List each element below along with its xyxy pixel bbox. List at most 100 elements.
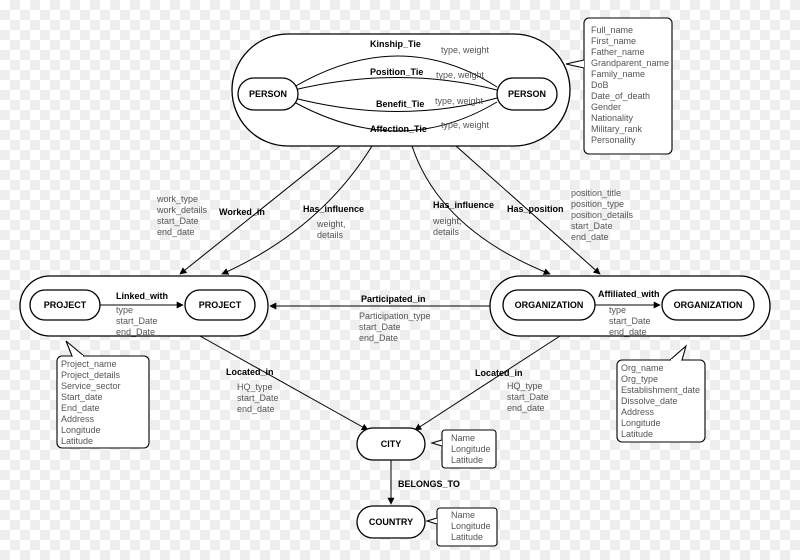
benefit-tie-attrs: type, weight xyxy=(435,96,484,106)
project-attributes-box xyxy=(56,355,150,449)
attr-latitude: Latitude xyxy=(61,436,93,446)
org-attributes-pointer xyxy=(669,344,688,361)
located-in-project-attr-1: start_Date xyxy=(237,393,279,403)
affection-tie-label: Affection_Tie xyxy=(370,124,427,134)
affiliated-with-label: Affiliated_with xyxy=(598,289,660,299)
country-attr-latitude: Latitude xyxy=(451,532,483,542)
linked-with-attr-2: end_Date xyxy=(116,327,155,337)
org-node-left-label: ORGANIZATION xyxy=(515,300,584,310)
org-node-right xyxy=(661,289,755,321)
attr-org-latitude: Latitude xyxy=(621,429,653,439)
has-influence-org-label: Has_influence xyxy=(433,200,494,210)
worked-in-attr-3: end_date xyxy=(157,227,195,237)
attr-first-name: First_name xyxy=(591,36,636,46)
has-influence-org-edge xyxy=(411,145,551,275)
has-position-attr-3: start_Date xyxy=(571,221,613,231)
position-tie-attrs: type, weight xyxy=(436,70,485,80)
attr-father-name: Father_name xyxy=(591,47,645,57)
has-influence-project-attr-1: details xyxy=(317,230,344,240)
worked-in-edge xyxy=(179,145,341,275)
org-attributes-list: Org_name Org_type Establishment_date Dis… xyxy=(621,363,700,439)
attr-date-of-death: Date_of_death xyxy=(591,91,650,101)
project-attributes-list: Project_name Project_details Service_sec… xyxy=(61,359,121,446)
worked-in-attr-2: start_Date xyxy=(157,216,199,226)
attr-org-type: Org_type xyxy=(621,374,658,384)
city-attr-latitude: Latitude xyxy=(451,455,483,465)
person-attributes-list: Full_name First_name Father_name Grandpa… xyxy=(591,25,669,145)
country-attributes-pointer xyxy=(425,517,438,525)
linked-with-attr-0: type xyxy=(116,305,133,315)
affection-tie-line xyxy=(293,101,498,132)
attr-end-date: End_date xyxy=(61,403,100,413)
located-in-project-attr-0: HQ_type xyxy=(237,382,273,392)
project-node-right-label: PROJECT xyxy=(199,300,242,310)
attr-longitude: Longitude xyxy=(61,425,101,435)
worked-in-attr-1: work_details xyxy=(156,205,208,215)
located-in-org-edge xyxy=(414,335,561,431)
city-attributes-box xyxy=(441,429,497,469)
has-influence-project-edge xyxy=(221,145,373,275)
attr-service-sector: Service_sector xyxy=(61,381,121,391)
located-in-project-label: Located_in xyxy=(226,367,274,377)
attr-org-longitude: Longitude xyxy=(621,418,661,428)
person-node-left-label: PERSON xyxy=(249,89,287,99)
has-position-attr-0: position_title xyxy=(571,188,621,198)
located-in-org-label: Located_in xyxy=(475,368,523,378)
located-in-org-attr-0: HQ_type xyxy=(507,381,543,391)
participated-in-attr-1: start_Date xyxy=(359,322,401,332)
affiliated-with-attr-2: end_date xyxy=(609,327,647,337)
attr-nationality: Nationality xyxy=(591,113,634,123)
attr-project-name: Project_name xyxy=(61,359,117,369)
person-group xyxy=(231,33,571,147)
position-tie-line xyxy=(293,77,498,91)
affiliated-with-attr-0: type xyxy=(609,305,626,315)
located-in-org-attr-2: end_date xyxy=(507,403,545,413)
has-position-label: Has_position xyxy=(507,204,564,214)
attr-address: Address xyxy=(61,414,95,424)
located-in-org-attr-1: start_Date xyxy=(507,392,549,402)
has-influence-org-attr-1: details xyxy=(433,227,460,237)
project-node-right xyxy=(184,289,256,321)
participated-in-label: Participated_in xyxy=(361,294,426,304)
linked-with-attr-1: start_Date xyxy=(116,316,158,326)
person-node-right xyxy=(496,77,558,111)
person-node-left xyxy=(237,77,299,111)
attr-dissolve-date: Dissolve_date xyxy=(621,396,678,406)
kinship-tie-line xyxy=(293,55,498,88)
located-in-project-attr-2: end_date xyxy=(237,404,275,414)
linked-with-label: Linked_with xyxy=(116,291,168,301)
benefit-tie-line xyxy=(293,97,498,112)
worked-in-attr-0: work_type xyxy=(156,194,198,204)
kinship-tie-attrs: type, weight xyxy=(441,45,490,55)
org-node-right-label: ORGANIZATION xyxy=(674,300,743,310)
person-attributes-pointer xyxy=(565,59,585,69)
has-position-attr-2: position_details xyxy=(571,210,634,220)
attr-org-address: Address xyxy=(621,407,655,417)
affection-tie-attrs: type, weight xyxy=(441,120,490,130)
person-attributes-box xyxy=(583,17,673,155)
attr-org-name: Org_name xyxy=(621,363,664,373)
has-influence-org-attr-0: weight, xyxy=(432,216,462,226)
city-attr-longitude: Longitude xyxy=(451,444,491,454)
attr-dob: DoB xyxy=(591,80,609,90)
city-attr-name: Name xyxy=(451,433,475,443)
attr-start-date: Start_date xyxy=(61,392,103,402)
project-node-left-label: PROJECT xyxy=(44,300,87,310)
org-attributes-box xyxy=(616,359,706,443)
city-attributes-pointer xyxy=(430,439,443,447)
attr-family-name: Family_name xyxy=(591,69,645,79)
country-node xyxy=(356,505,426,539)
belongs-to-label: BELONGS_TO xyxy=(398,479,460,489)
located-in-project-edge xyxy=(199,335,369,431)
has-position-attr-1: position_type xyxy=(571,199,624,209)
attr-gender: Gender xyxy=(591,102,621,112)
kinship-tie-label: Kinship_Tie xyxy=(370,39,421,49)
has-position-edge xyxy=(455,145,601,275)
affiliated-with-attr-1: start_Date xyxy=(609,316,651,326)
country-attr-longitude: Longitude xyxy=(451,521,491,531)
benefit-tie-label: Benefit_Tie xyxy=(376,99,424,109)
attr-full-name: Full_name xyxy=(591,25,633,35)
participated-in-attr-0: Participation_type xyxy=(359,311,431,321)
